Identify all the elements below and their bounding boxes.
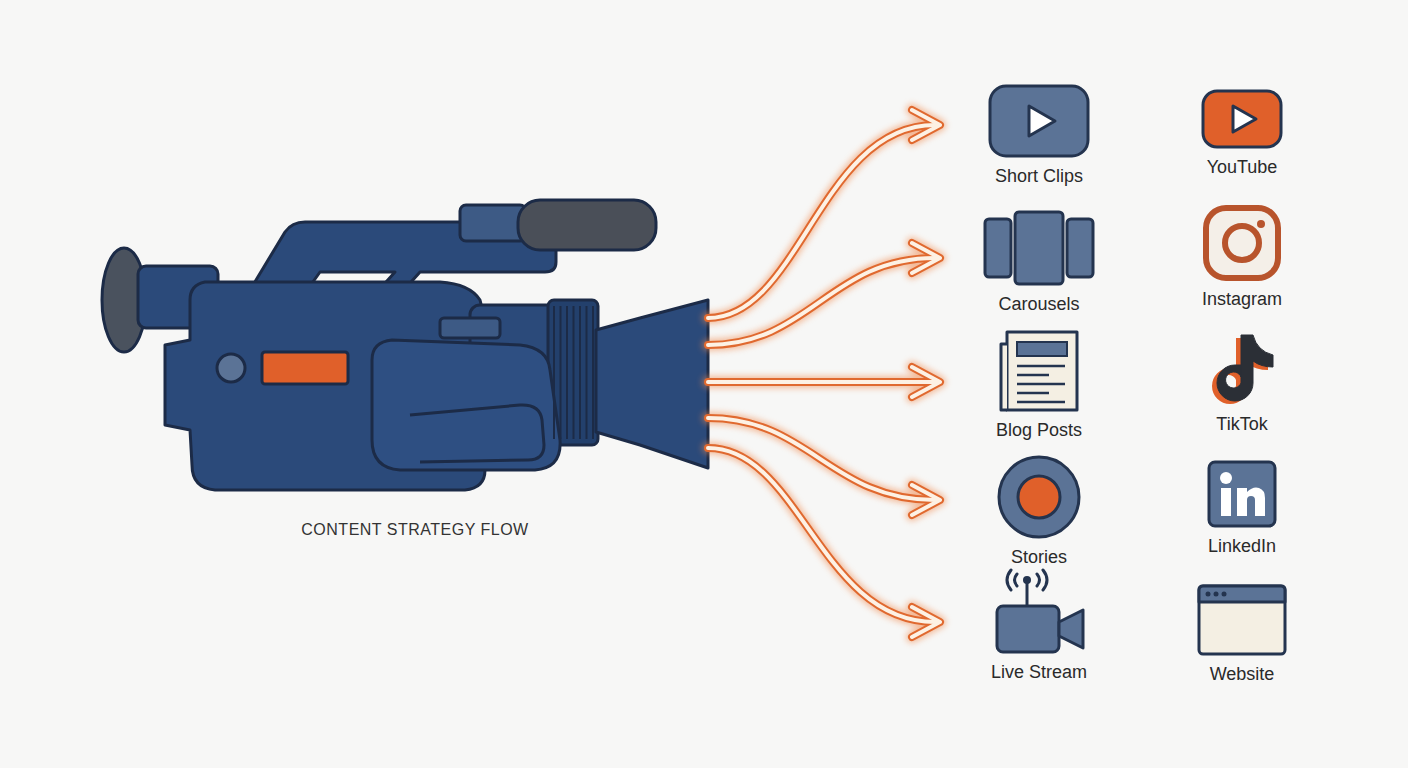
- icon-label: Short Clips: [995, 166, 1083, 187]
- icon-label: Blog Posts: [996, 420, 1082, 441]
- icon-label: Live Stream: [991, 662, 1087, 683]
- format-icon: Live Stream: [987, 572, 1091, 683]
- icon-shape: [1197, 584, 1287, 656]
- icon-shape: [997, 455, 1081, 539]
- format-icon: LinkedIn: [1203, 460, 1281, 557]
- format-icon: TikTok: [1205, 332, 1279, 435]
- icon-label: TikTok: [1216, 414, 1267, 435]
- icon-shape: [1203, 205, 1281, 281]
- icon-label: Stories: [1011, 547, 1067, 568]
- icon-label: Website: [1210, 664, 1275, 685]
- icon-shape: [1201, 89, 1283, 149]
- icon-label: Instagram: [1202, 289, 1282, 310]
- format-icon: Website: [1193, 584, 1291, 685]
- diagram-label: CONTENT STRATEGY FLOW: [301, 521, 528, 539]
- format-icon: Instagram: [1198, 205, 1286, 310]
- icon-shape: [1209, 332, 1275, 406]
- format-icon: Stories: [993, 455, 1085, 568]
- format-icon: Blog Posts: [992, 330, 1086, 441]
- format-icon: YouTube: [1197, 89, 1287, 178]
- format-icon: Short Clips: [984, 84, 1094, 187]
- icon-shape: [1207, 460, 1277, 528]
- format-icon: Carousels: [979, 210, 1099, 315]
- icon-label: Carousels: [998, 294, 1079, 315]
- icon-label: YouTube: [1207, 157, 1278, 178]
- flow-arrows: [708, 110, 940, 637]
- icon-label: LinkedIn: [1208, 536, 1276, 557]
- icon-shape: [983, 210, 1095, 286]
- icon-shape: [988, 84, 1090, 158]
- icon-shape: [993, 572, 1085, 654]
- icon-shape: [999, 330, 1079, 412]
